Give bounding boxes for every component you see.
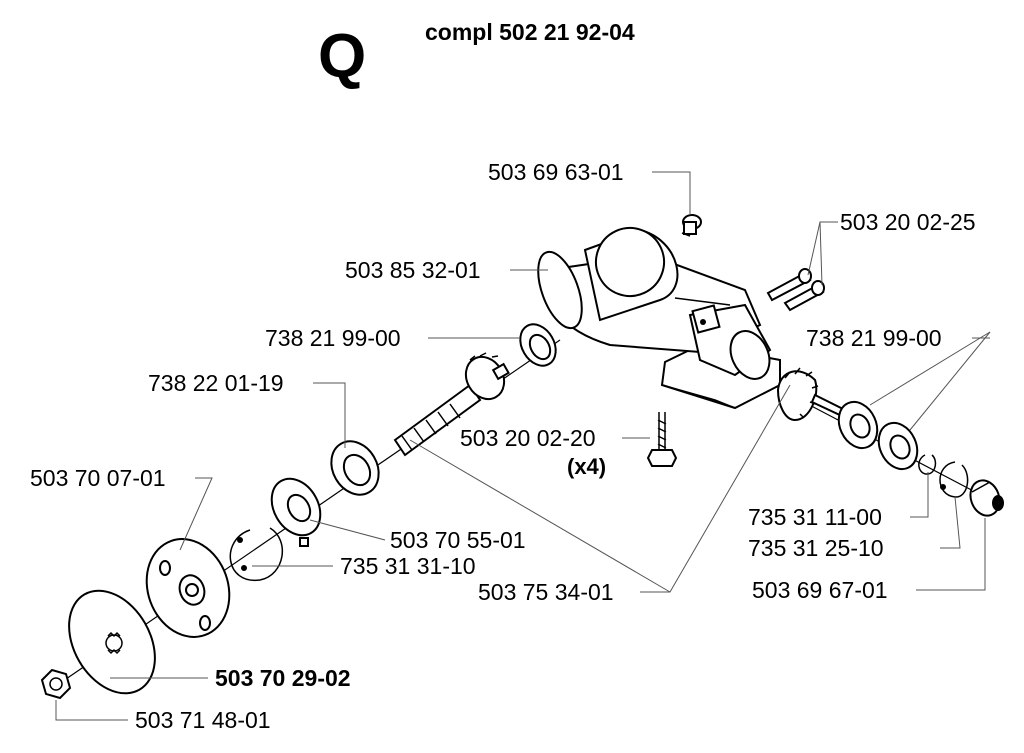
label-gear-housing: 503 85 32-01	[345, 257, 481, 283]
screw-top-drawing	[681, 214, 702, 237]
label-gear-set: 503 75 34-01	[478, 579, 614, 605]
seal-drawing	[330, 440, 380, 496]
leader-lines	[55, 171, 991, 721]
label-circlip-left: 735 31 31-10	[340, 553, 476, 579]
label-bolt-bottom-qty: (x4)	[567, 454, 606, 479]
flange-lower-drawing	[68, 589, 156, 695]
bevel-gear-drawing	[776, 367, 847, 422]
label-circlip-right: 735 31 25-10	[748, 535, 884, 561]
label-bearing-right: 738 21 99-00	[806, 325, 942, 351]
label-screws-pair: 503 20 02-25	[840, 209, 976, 235]
label-seal: 738 22 01-19	[148, 370, 284, 396]
screws-pair-drawing	[766, 268, 825, 312]
label-nut: 503 71 48-01	[135, 707, 271, 733]
washer-drawing	[270, 477, 322, 547]
label-flange-upper: 503 70 07-01	[30, 465, 166, 491]
section-letter: Q	[318, 22, 366, 91]
pinion-shaft-drawing	[393, 352, 510, 457]
circlips-right-drawing	[918, 454, 969, 498]
cap-drawing	[969, 479, 1004, 517]
gear-housing-drawing	[537, 227, 781, 410]
label-screw-top: 503 69 63-01	[488, 159, 624, 185]
circlip-left-drawing	[229, 527, 284, 581]
label-bolt-bottom: 503 20 02-20	[460, 425, 596, 451]
bolt-bottom-drawing	[646, 412, 678, 467]
flange-upper-drawing	[145, 538, 231, 638]
nut-drawing	[40, 668, 72, 700]
label-circlip-small: 735 31 11-00	[748, 504, 882, 530]
bearing-left-drawing	[519, 323, 557, 367]
assembly-label: compl 502 21 92-04	[425, 19, 635, 45]
label-flange-lower: 503 70 29-02	[215, 665, 351, 691]
label-bearing-left: 738 21 99-00	[265, 325, 401, 351]
bearings-right-drawing	[837, 400, 919, 471]
label-washer: 503 70 55-01	[390, 527, 526, 553]
label-cap: 503 69 67-01	[752, 577, 888, 603]
